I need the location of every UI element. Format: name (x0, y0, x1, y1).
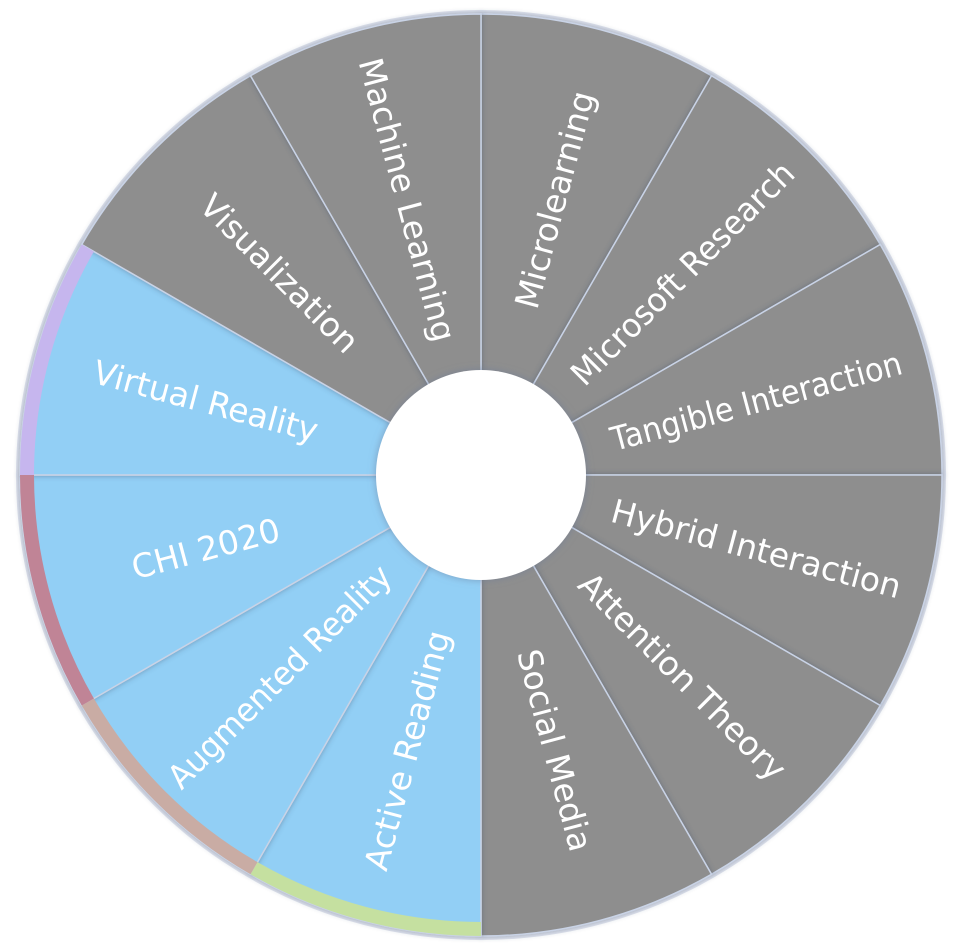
segment-social-media[interactable] (480, 472, 713, 937)
segment-tangible-interaction[interactable] (478, 243, 943, 476)
wheel-rim-highlights (20, 244, 481, 936)
segment-hybrid-interaction[interactable] (478, 474, 943, 707)
segment-machine-learning[interactable] (249, 13, 482, 478)
segment-rim-augmented-reality (81, 698, 258, 875)
segment-rim-chi-2020 (20, 475, 94, 706)
segment-attention-theory[interactable] (478, 472, 882, 876)
segment-rim-virtual-reality (20, 244, 94, 475)
segment-visualization[interactable] (80, 74, 484, 478)
wheel-hub (376, 370, 586, 580)
segment-microlearning[interactable] (480, 13, 713, 478)
segment-active-reading[interactable] (249, 472, 482, 937)
segment-microsoft-research[interactable] (478, 74, 882, 478)
segment-rim-active-reading (250, 862, 481, 936)
wheel-segments (19, 13, 943, 937)
